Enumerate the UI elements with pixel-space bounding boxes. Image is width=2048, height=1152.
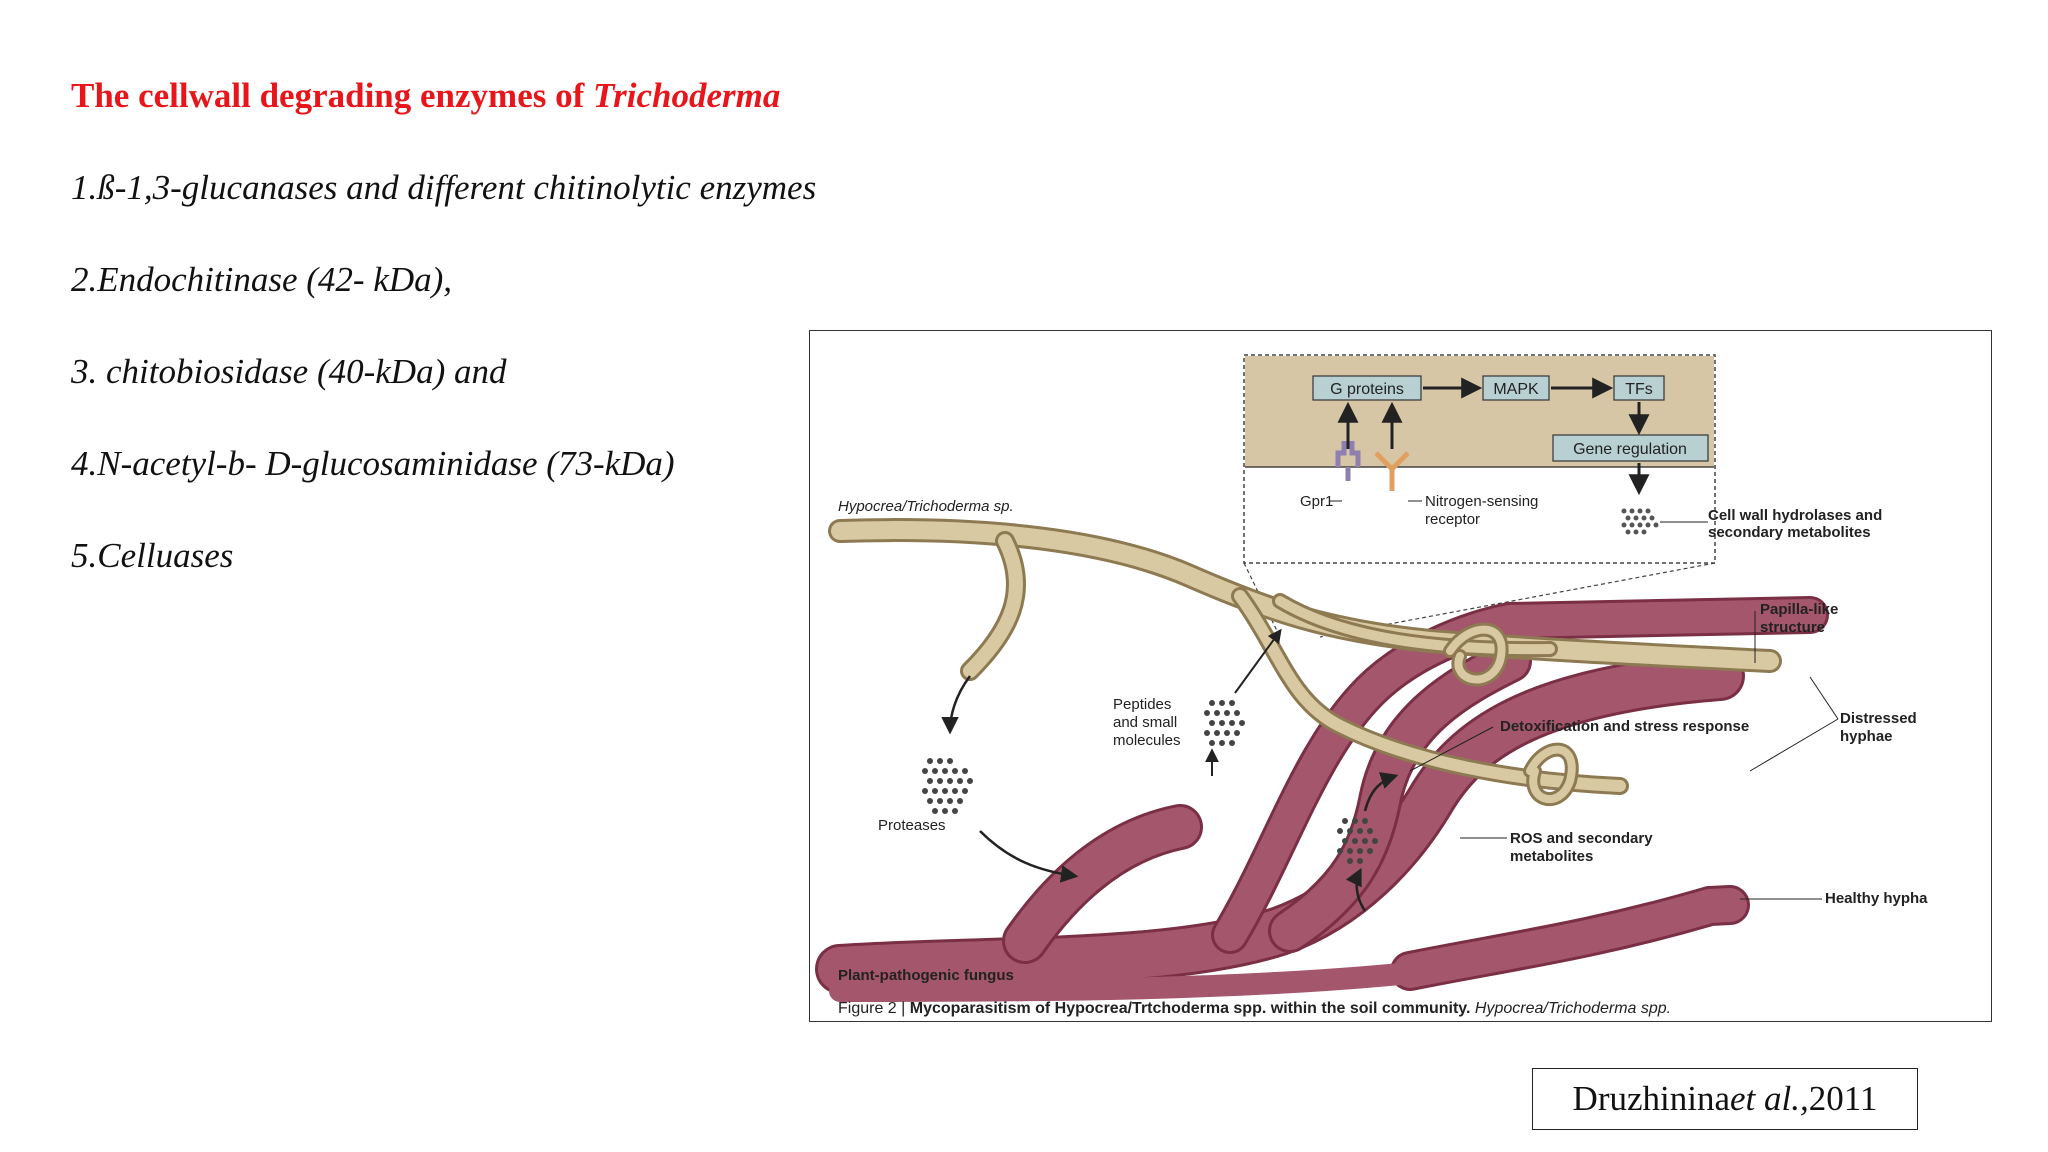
- bullet-2: 2.Endochitinase (42- kDa),: [71, 260, 453, 299]
- bullet-5: 5.Celluases: [71, 536, 234, 575]
- caption-bold: Mycoparasitism of Hypocrea/Trtchoderma s…: [910, 1000, 1471, 1017]
- peptides-label-1: Peptides: [1113, 696, 1171, 713]
- gene-regulation-label: Gene regulation: [1573, 441, 1687, 458]
- signaling-inset: G proteins MAPK TFs Gene regulation Gpr1: [1243, 354, 1716, 564]
- peptides-label-3: molecules: [1113, 732, 1181, 749]
- nitrogen-label-2: receptor: [1425, 511, 1480, 528]
- bullet-3: 3. chitobiosidase (40-kDa) and: [71, 352, 507, 391]
- caption-prefix: Figure 2 |: [838, 1000, 910, 1017]
- slide-title: The cellwall degrading enzymes of Tricho…: [71, 76, 780, 116]
- g-proteins-box: [1312, 375, 1422, 401]
- papilla-label-2: structure: [1760, 619, 1825, 636]
- tfs-label: TFs: [1625, 381, 1653, 398]
- g-proteins-label: G proteins: [1330, 381, 1404, 398]
- protease-dots: [922, 758, 973, 814]
- mapk-box: [1482, 375, 1550, 401]
- tfs-box: [1613, 375, 1665, 401]
- figure-caption: Figure 2 | Mycoparasitism of Hypocrea/Tr…: [838, 1000, 1671, 1017]
- caption-rest: Hypocrea/Trichoderma spp.: [1470, 1000, 1671, 1017]
- detox-label: Detoxification and stress response: [1500, 718, 1749, 735]
- ros-label-2: metabolites: [1510, 848, 1593, 865]
- gpr1-receptor-icon: [1335, 441, 1361, 481]
- nitrogen-receptor-icon: [1374, 451, 1410, 491]
- figure-svg: G proteins MAPK TFs Gene regulation Gpr1: [815, 354, 1928, 1017]
- mapk-label: MAPK: [1493, 381, 1539, 398]
- title-genus: Trichoderma: [593, 76, 781, 115]
- healthy-hypha-label: Healthy hypha: [1825, 890, 1928, 907]
- ros-dots: [1337, 818, 1378, 864]
- distressed-label-2: hyphae: [1840, 728, 1893, 745]
- ros-label-1: ROS and secondary: [1510, 830, 1653, 847]
- nitrogen-label-1: Nitrogen-sensing: [1425, 493, 1538, 510]
- bullet-1: 1.ß-1,3-glucanases and different chitino…: [71, 168, 817, 207]
- peptide-dots: [1204, 700, 1245, 746]
- trichoderma-label: Hypocrea/Trichoderma sp.: [838, 498, 1014, 515]
- citation-box: Druzhinina et al., 2011: [1532, 1068, 1918, 1130]
- distressed-label-1: Distressed: [1840, 710, 1917, 727]
- peptides-label-2: and small: [1113, 714, 1177, 731]
- hydrolases-label-2: secondary metabolites: [1708, 524, 1871, 541]
- papilla-label-1: Papilla-like: [1760, 601, 1838, 618]
- pathogen-fungus: [815, 596, 1829, 1002]
- citation-year: 2011: [1808, 1079, 1878, 1118]
- bullet-4: 4.N-acetyl-b- D-glucosaminidase (73-kDa): [71, 444, 675, 483]
- title-text: The cellwall degrading enzymes of: [71, 76, 594, 115]
- trichoderma-hyphae: [828, 518, 1782, 807]
- citation-italic: et al.,: [1730, 1079, 1809, 1118]
- hydrolases-label-1: Cell wall hydrolases and: [1708, 507, 1882, 524]
- mycoparasitism-figure: G proteins MAPK TFs Gene regulation Gpr1: [809, 330, 1992, 1022]
- citation-prefix: Druzhinina: [1572, 1079, 1730, 1118]
- hydrolase-dots: [1621, 508, 1659, 535]
- gpr1-label: Gpr1: [1300, 493, 1333, 510]
- pathogen-label: Plant-pathogenic fungus: [838, 967, 1014, 984]
- proteases-label: Proteases: [878, 817, 946, 834]
